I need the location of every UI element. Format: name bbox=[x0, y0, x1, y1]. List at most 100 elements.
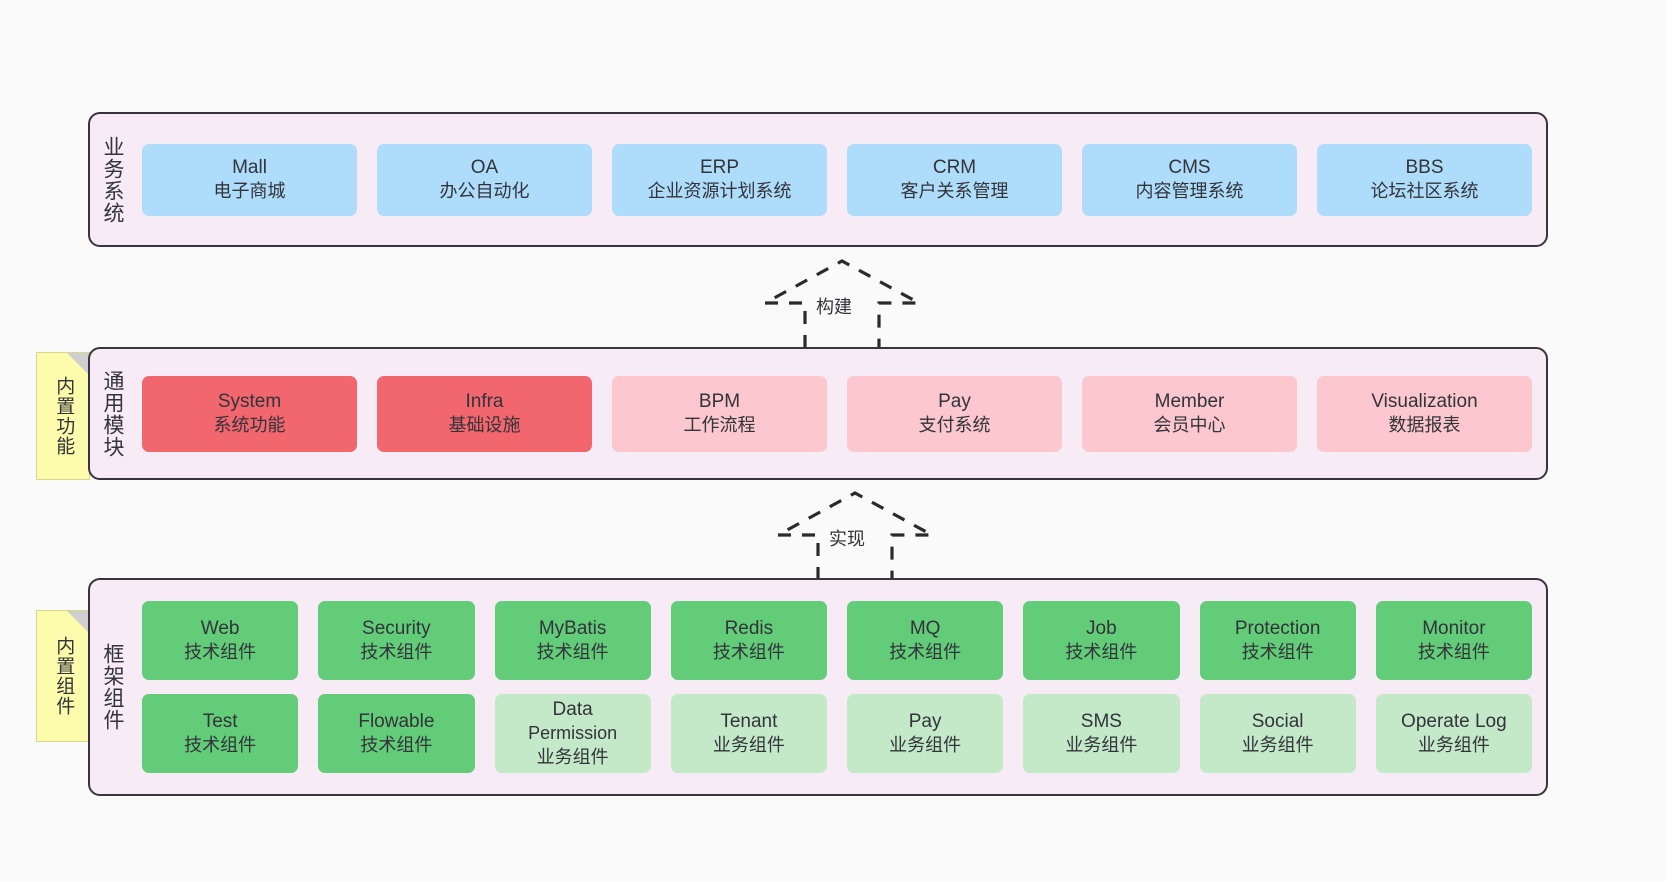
card-system-line-2: 系统功能 bbox=[213, 415, 286, 436]
card-data-line-1: Data bbox=[552, 699, 593, 721]
card-data-line-2: Permission bbox=[528, 723, 618, 744]
card-sms-line-2: 业务组件 bbox=[1065, 735, 1138, 756]
card-tenant-line-1: Tenant bbox=[720, 711, 778, 733]
layer-label-framework-components: 框架组件 bbox=[101, 643, 125, 731]
card-redis-line-1: Redis bbox=[724, 618, 774, 640]
card-bpm-line-1: BPM bbox=[698, 391, 741, 413]
note-fold-icon bbox=[67, 611, 89, 633]
card-job-line-2: 技术组件 bbox=[1065, 642, 1138, 663]
card-bbs-line-2: 论坛社区系统 bbox=[1370, 181, 1479, 202]
note-built-in-components-label: 内置组件 bbox=[53, 636, 75, 716]
layer-label-business-systems: 业务系统 bbox=[101, 135, 125, 224]
card-protection-line-2: 技术组件 bbox=[1241, 642, 1314, 663]
card-mybatis-line-2: 技术组件 bbox=[536, 642, 609, 663]
card-social-line-2: 业务组件 bbox=[1241, 735, 1314, 756]
card-bbs-line-1: BBS bbox=[1405, 157, 1444, 179]
card-cms-line-2: 内容管理系统 bbox=[1135, 181, 1244, 202]
card-sms-line-1: SMS bbox=[1080, 711, 1122, 733]
card-security-line-1: Security bbox=[362, 618, 431, 640]
card-flowable-line-1: Flowable bbox=[358, 711, 435, 733]
card-mq-line-1: MQ bbox=[909, 618, 941, 640]
note-fold-icon bbox=[67, 353, 89, 375]
card-mall-line-1: Mall bbox=[232, 157, 267, 179]
card-infra-line-1: Infra bbox=[465, 391, 504, 413]
note-built-in-components: 内置组件 bbox=[36, 610, 90, 742]
card-mq-line-2: 技术组件 bbox=[889, 642, 962, 663]
card-mybatis-line-1: MyBatis bbox=[538, 618, 607, 640]
card-member-line-1: Member bbox=[1154, 391, 1225, 413]
card-web-line-1: Web bbox=[200, 618, 240, 640]
card-operate-log-line-1: Operate Log bbox=[1401, 711, 1507, 733]
build-arrow-label: 构建 bbox=[816, 297, 852, 317]
card-erp-line-1: ERP bbox=[699, 157, 740, 179]
card-redis-line-2: 技术组件 bbox=[712, 642, 785, 663]
card-mall-line-2: 电子商城 bbox=[213, 181, 286, 202]
card-security-line-2: 技术组件 bbox=[360, 642, 433, 663]
card-cms-line-1: CMS bbox=[1168, 157, 1211, 179]
card-web-line-2: 技术组件 bbox=[184, 642, 257, 663]
card-pay-line-1: Pay bbox=[908, 711, 942, 733]
note-built-in-functions-label: 内置功能 bbox=[53, 376, 75, 456]
card-protection-line-1: Protection bbox=[1234, 618, 1321, 640]
card-flowable-line-2: 技术组件 bbox=[360, 735, 433, 756]
implement-arrow bbox=[777, 491, 933, 580]
card-test-line-1: Test bbox=[202, 711, 238, 733]
card-test-line-2: 技术组件 bbox=[184, 735, 257, 756]
build-arrow bbox=[764, 259, 920, 348]
card-crm-line-1: CRM bbox=[932, 157, 977, 179]
card-visualization-line-1: Visualization bbox=[1371, 391, 1478, 413]
card-operate-log-line-2: 业务组件 bbox=[1417, 735, 1490, 756]
card-bpm-line-2: 工作流程 bbox=[683, 415, 756, 436]
card-job-line-1: Job bbox=[1086, 618, 1117, 640]
card-monitor-line-1: Monitor bbox=[1422, 618, 1486, 640]
card-oa-line-1: OA bbox=[470, 157, 499, 179]
card-visualization-line-2: 数据报表 bbox=[1388, 415, 1461, 436]
card-pay-line-2: 支付系统 bbox=[918, 415, 991, 436]
card-pay-line-2: 业务组件 bbox=[889, 735, 962, 756]
card-oa-line-2: 办公自动化 bbox=[439, 181, 530, 202]
implement-arrow-label: 实现 bbox=[829, 529, 865, 549]
card-data-line-3: 业务组件 bbox=[536, 747, 609, 768]
card-social-line-1: Social bbox=[1251, 711, 1304, 733]
card-member-line-2: 会员中心 bbox=[1153, 415, 1226, 436]
card-pay-line-1: Pay bbox=[938, 391, 971, 413]
card-system-line-1: System bbox=[217, 391, 282, 413]
